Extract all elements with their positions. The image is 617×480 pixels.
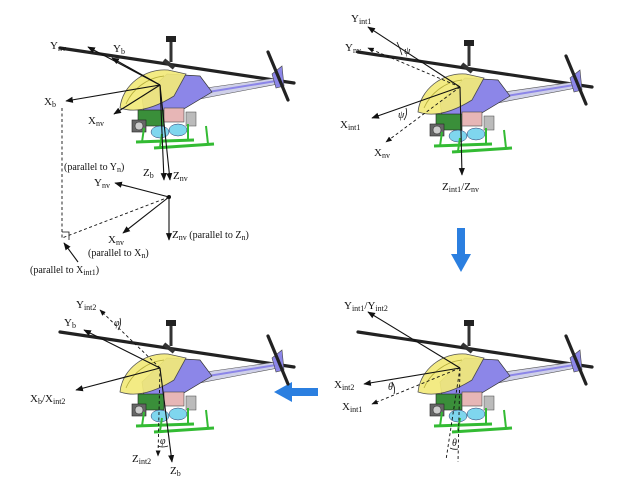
label-theta-2: θ <box>452 438 457 449</box>
axis-ynv <box>367 47 461 88</box>
label-zb: Zb <box>170 465 181 478</box>
label-zint1-znv: Zint1/Znv <box>442 181 479 194</box>
axis-xint1 <box>371 86 461 119</box>
right-angle-mark <box>62 231 70 240</box>
helicopter-model-3 <box>356 318 594 434</box>
axis-xnv-parallel <box>122 196 170 234</box>
axis-yint1 <box>367 26 461 88</box>
label-xnv-2: Xnv <box>108 234 124 247</box>
label-znv: Znv <box>173 170 188 183</box>
label-psi-2: ψ <box>398 110 405 121</box>
label-yb: Yb <box>113 43 125 56</box>
axis-xnv <box>113 84 161 115</box>
label-phi-2: φ <box>160 436 166 447</box>
panel-2: Yint1 Ynv ψ Xint1 ψ Xnv Zint1/Znv <box>340 13 594 194</box>
angle-arc-phi-1 <box>117 317 122 331</box>
label-xint1: Xint1 <box>342 401 362 414</box>
projection-line <box>61 196 170 239</box>
axis-xb-xint2 <box>75 367 161 392</box>
label-znv-parallel: Znv (parallel to Zn) <box>172 229 249 242</box>
arrow-down-icon <box>451 228 471 272</box>
helicopter-model-2 <box>356 38 594 154</box>
axis-xint1 <box>371 367 461 405</box>
label-ynv: Ynv <box>345 42 361 55</box>
label-xint1: Xint1 <box>340 119 360 132</box>
label-ynv: Ynv <box>50 40 66 53</box>
label-parallel-xn: (parallel to Xn) <box>88 248 149 260</box>
axis-xnv <box>385 86 461 143</box>
helicopter-model-1 <box>58 34 296 150</box>
axis-xb <box>65 84 161 103</box>
axis-zint1 <box>458 86 465 176</box>
panel-4: Yint2 Yb φ Xb/Xint2 Zint2 φ Zb <box>30 299 296 478</box>
label-zb: Zb <box>143 167 154 180</box>
angle-arc-phi-2 <box>157 445 169 448</box>
label-parallel-yn: (parallel to Yn) <box>64 162 124 174</box>
angle-arc-theta-1 <box>391 381 396 395</box>
label-xb-xint2: Xb/Xint2 <box>30 393 65 406</box>
label-xnv: Xnv <box>374 147 390 160</box>
axis-zb <box>159 84 167 181</box>
angle-arc-psi-1 <box>396 41 403 56</box>
label-yint1: Yint1 <box>351 13 371 26</box>
arrow-left-icon <box>274 382 318 402</box>
axis-xint2 <box>363 367 461 386</box>
axis-zint1-dashed <box>457 367 461 463</box>
label-phi-1: φ <box>114 318 120 329</box>
label-yint1-yint2: Yint1/Yint2 <box>344 300 388 313</box>
label-yint2: Yint2 <box>76 299 96 312</box>
axis-ynv-parallel <box>114 181 170 198</box>
label-theta-1: θ <box>388 382 393 393</box>
panel-1: Ynv Yb Xb Xnv Zb Znv (parallel to Yn) Yn… <box>30 34 296 277</box>
axis-zint2-dashed <box>445 367 461 461</box>
panel-3: Yint1/Yint2 Xint2 θ Xint1 θ <box>334 300 594 463</box>
label-parallel-xint1: (parallel to Xint1) <box>30 265 99 277</box>
label-xb: Xb <box>44 96 56 109</box>
axis-znv <box>159 84 173 181</box>
axis-yint1-yint2 <box>367 311 461 369</box>
helicopter-model-4 <box>58 318 296 434</box>
pointer-arrow <box>63 242 79 263</box>
axis-zint2 <box>155 367 161 457</box>
axis-yb <box>83 329 161 369</box>
label-xnv: Xnv <box>88 115 104 128</box>
axis-zb <box>159 367 175 463</box>
label-yb: Yb <box>64 317 76 330</box>
label-xint2: Xint2 <box>334 379 354 392</box>
label-zint2: Zint2 <box>132 453 151 466</box>
angle-arc-theta-2 <box>449 447 459 450</box>
label-ynv-2: Ynv <box>94 177 110 190</box>
angle-arc-psi-2 <box>403 107 408 121</box>
axis-yb <box>111 57 161 86</box>
axis-yint2 <box>99 309 161 369</box>
label-psi-1: ψ <box>404 46 411 57</box>
